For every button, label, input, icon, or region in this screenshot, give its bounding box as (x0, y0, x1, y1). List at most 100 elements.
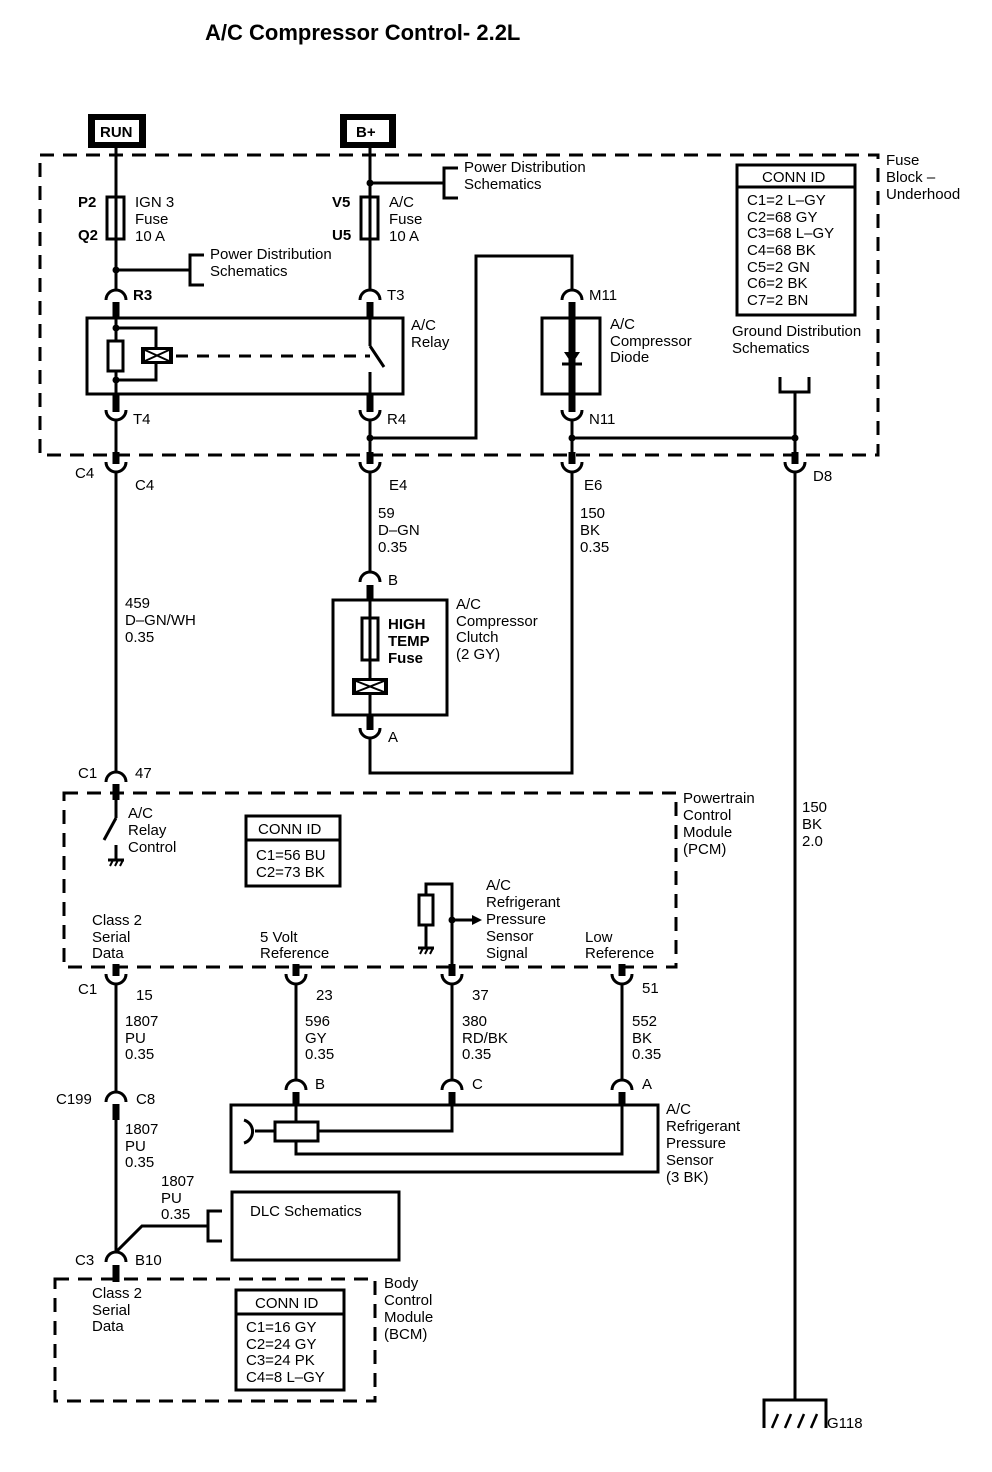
diagram-label: CONN ID (255, 1295, 319, 1312)
wire-596-label: 596 GY 0.35 (305, 1013, 334, 1063)
pcm-outline (62, 791, 678, 969)
wire-segment (243, 1118, 254, 1145)
diagram-label: A/C (610, 316, 635, 333)
wire-segment (770, 1413, 819, 1429)
connector-c199 (104, 1090, 128, 1103)
diagram-label: B (315, 1076, 325, 1093)
pressure-sensor-label: A/C Refrigerant Pressure Sensor (3 BK) (666, 1101, 741, 1186)
ac-compressor-diode (540, 316, 602, 396)
diagram-label: GY (305, 1030, 327, 1047)
diagram-label: Class 2 (92, 912, 142, 929)
diagram-label: RD/BK (462, 1030, 508, 1047)
diagram-label: M11 (589, 287, 617, 304)
diagram-label: A (642, 1076, 652, 1093)
diagram-label: R3 (133, 287, 152, 304)
diagram-label: Serial (92, 929, 130, 946)
wire-150-ground (368, 472, 574, 775)
diagram-label: (PCM) (683, 841, 726, 858)
diagram-label: BK (580, 522, 600, 539)
run-power-source: RUN (88, 114, 146, 148)
diagram-label: Body (384, 1275, 419, 1292)
diagram-label: 0.35 (378, 539, 407, 556)
wire-1807a-label: 1807 PU 0.35 (125, 1013, 158, 1063)
diagram-label: C2=73 BK (256, 864, 325, 881)
wire-segment (419, 947, 434, 955)
diagram-label: (2 GY) (456, 646, 500, 663)
power-dist-bracket-2 (442, 166, 458, 200)
diagram-label: D–GN/WH (125, 612, 196, 629)
power-dist-link-2[interactable]: Power Distribution Schematics (464, 159, 586, 193)
diagram-label: A (388, 729, 398, 746)
diagram-label: 0.35 (125, 1046, 154, 1063)
diagram-label: Control (384, 1292, 432, 1309)
dlc-schematics-label[interactable]: DLC Schematics (250, 1203, 362, 1220)
diagram-label: Signal (486, 945, 528, 962)
diode-label: A/C Compressor Diode (610, 316, 692, 366)
wire-segment (95, 120, 139, 142)
diagram-label: C4=68 BK (747, 242, 816, 259)
diagram-label: 15 (136, 987, 153, 1004)
wire-segment (417, 893, 435, 927)
diagram-label: 596 (305, 1013, 330, 1030)
signal-arrow-icon (472, 915, 482, 925)
diagram-label: Compressor (610, 333, 692, 350)
wire-segment (294, 1105, 624, 1156)
ac-fuse (359, 195, 380, 241)
diagram-label: C (472, 1076, 483, 1093)
diagram-label: B (388, 572, 398, 589)
diagram-label: 1807 (125, 1121, 158, 1138)
diagram-label: 23 (316, 987, 333, 1004)
power-dist-link-1[interactable]: Power Distribution Schematics (210, 246, 332, 280)
diagram-title: A/C Compressor Control- 2.2L (205, 20, 520, 45)
fuse-block-conn-id: CONN ID C1=2 L–GY C2=68 GY C3=68 L–GY C4… (735, 163, 857, 317)
relay-control-switch (102, 817, 118, 841)
ac-refrigerant-pressure-sensor (229, 1103, 660, 1174)
diagram-label: 0.35 (305, 1046, 334, 1063)
diagram-label: 37 (472, 987, 489, 1004)
ac-fuse-label: A/C Fuse 10 A (389, 194, 422, 245)
diagram-label: Low (585, 929, 613, 946)
diagram-label: Schematics (210, 263, 288, 280)
diagram-label: C3 (75, 1252, 94, 1269)
diagram-label: Fuse (135, 211, 168, 228)
diagram-label: Fuse (388, 650, 423, 667)
connector-c3-b10 (104, 1250, 128, 1263)
wire-1807b-label: 1807 PU 0.35 (125, 1121, 158, 1171)
diagram-label: C1=16 GY (246, 1319, 316, 1336)
diagram-label: Reference (260, 945, 329, 962)
diagram-label: 459 (125, 595, 150, 612)
ign3-fuse-label: IGN 3 Fuse 10 A (135, 194, 174, 245)
diagram-label: Pressure (666, 1135, 726, 1152)
diagram-label: Data (92, 1318, 124, 1335)
diagram-label: C4=8 L–GY (246, 1369, 325, 1386)
diagram-label: Module (384, 1309, 433, 1326)
diagram-label: C4 (135, 477, 154, 494)
diagram-label: 0.35 (161, 1206, 190, 1223)
ground-dist-link[interactable]: Ground Distribution Schematics (732, 323, 861, 357)
wire-59-label: 59 D–GN 0.35 (378, 505, 420, 556)
diagram-label: 0.35 (125, 1154, 154, 1171)
dlc-schematics-box[interactable] (230, 1190, 401, 1262)
high-temp-fuse-label: HIGH TEMP Fuse (388, 616, 430, 667)
diagram-label: 2.0 (802, 833, 823, 850)
diagram-label: Fuse (389, 211, 422, 228)
diagram-label: C1 (78, 981, 97, 998)
relay-label: A/C Relay (411, 317, 450, 351)
wire-459-label: 459 D–GN/WH 0.35 (125, 595, 196, 646)
diagram-label: BK (632, 1030, 652, 1047)
diagram-label: Schematics (732, 340, 810, 357)
diagram-label: Compressor (456, 613, 538, 630)
diagram-label: Fuse (886, 152, 919, 169)
diagram-label: Diode (610, 349, 649, 366)
diagram-label: T4 (133, 411, 151, 428)
relay-resistor (106, 339, 125, 373)
diagram-label: A/C (411, 317, 436, 334)
diagram-label: 10 A (389, 228, 419, 245)
sensor-internal (243, 1105, 624, 1156)
diagram-label: 0.35 (632, 1046, 661, 1063)
diagram-label: Relay (411, 334, 450, 351)
wire-segment (368, 345, 386, 368)
diagram-label: 1807 (161, 1173, 194, 1190)
diode-icon (564, 352, 580, 364)
diagram-label: 10 A (135, 228, 165, 245)
